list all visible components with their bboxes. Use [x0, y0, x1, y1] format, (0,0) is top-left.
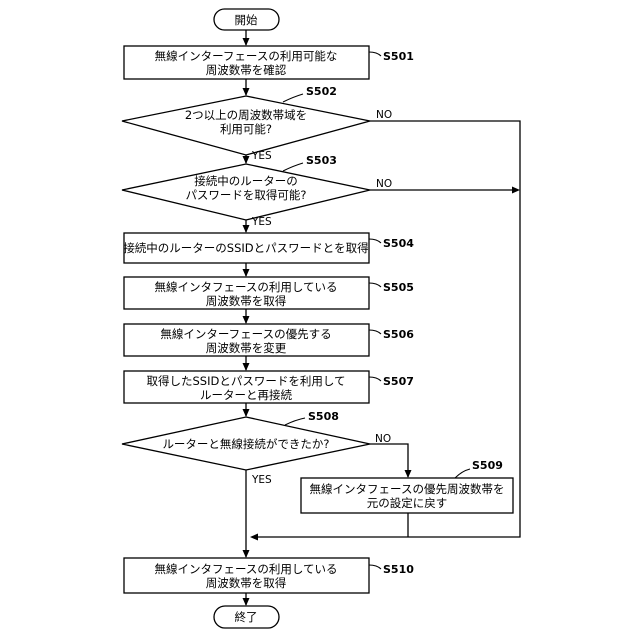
s510-line2: 周波数帯を取得 — [206, 576, 287, 590]
s501-line2: 周波数帯を確認 — [206, 63, 287, 77]
s506-leader — [369, 330, 381, 334]
s501-leader — [369, 52, 381, 56]
s503-label: S503 — [306, 154, 337, 167]
s505-line2: 周波数帯を取得 — [206, 294, 287, 308]
s507-line2: ルーターと再接続 — [200, 388, 292, 402]
end-text: 終了 — [235, 610, 258, 624]
s507-leader — [369, 377, 381, 381]
s503-leader — [283, 163, 303, 171]
s504-label: S504 — [383, 237, 414, 250]
s503-yes: YES — [251, 216, 272, 228]
s508-line1: ルーターと無線接続ができたか? — [162, 437, 329, 451]
s508-label: S508 — [308, 410, 339, 423]
s505-line1: 無線インタフェースの利用している — [154, 280, 337, 294]
s502-leader — [283, 94, 303, 102]
s508-leader — [285, 418, 305, 425]
s501-label: S501 — [383, 50, 414, 63]
s502-yes: YES — [251, 150, 272, 162]
s508-no: NO — [375, 433, 391, 445]
s509-leader — [455, 469, 470, 478]
s509-label: S509 — [472, 459, 503, 472]
s502-label: S502 — [306, 85, 337, 98]
s510-leader — [369, 565, 381, 569]
s507-label: S507 — [383, 375, 414, 388]
start-text: 開始 — [235, 13, 258, 27]
s509-line1: 無線インタフェースの優先周波数帯を — [310, 482, 505, 496]
s505-label: S505 — [383, 281, 414, 294]
s503-no: NO — [376, 178, 392, 190]
s506-line1: 無線インターフェースの優先する — [160, 327, 331, 341]
s503-line1: 接続中のルーターの — [194, 174, 298, 188]
s504-leader — [369, 239, 381, 243]
s509-line2: 元の設定に戻す — [367, 496, 448, 510]
s505-leader — [369, 283, 381, 287]
s504-line1: 接続中のルーターのSSIDとパスワードとを取得 — [123, 241, 368, 255]
s501-line1: 無線インターフェースの利用可能な — [155, 49, 338, 63]
s502-no: NO — [376, 109, 392, 121]
s508-yes: YES — [251, 474, 272, 486]
s506-line2: 周波数帯を変更 — [206, 341, 287, 355]
s503-line2: パスワードを取得可能? — [185, 188, 306, 202]
s506-label: S506 — [383, 328, 414, 341]
s502-line2: 利用可能? — [220, 122, 272, 136]
s510-line1: 無線インタフェースの利用している — [154, 562, 337, 576]
s510-label: S510 — [383, 563, 414, 576]
s507-line1: 取得したSSIDとパスワードを利用して — [147, 374, 346, 388]
s502-line1: 2つ以上の周波数帯域を — [185, 108, 307, 122]
